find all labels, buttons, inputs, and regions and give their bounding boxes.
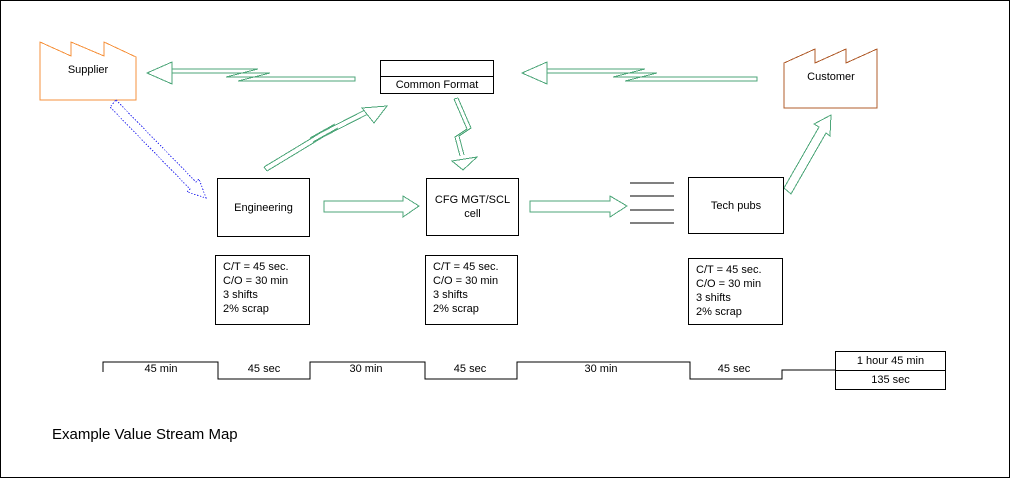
inventory-queue-icon[interactable]: [630, 182, 674, 224]
electronic-info-arrow-head: [520, 61, 548, 85]
electronic-info-arrow-head: [450, 156, 479, 171]
common-format-divider: [381, 76, 493, 77]
electronic-info-arrow-head: [145, 61, 173, 85]
process-box-engineering[interactable]: Engineering: [217, 178, 310, 237]
common-format-box[interactable]: Common Format: [380, 60, 494, 94]
total-lead-time: 1 hour 45 min: [856, 355, 925, 367]
timeline-totals-box[interactable]: 1 hour 45 min 135 sec: [835, 351, 946, 390]
process-label-line: Tech pubs: [710, 199, 762, 212]
electronic-info-arrow-to-supplier[interactable]: [145, 61, 356, 85]
data-box-line: C/O = 30 min: [433, 275, 499, 287]
data-box-line: 2% scrap: [696, 306, 742, 318]
timeline-ladder-line[interactable]: [102, 361, 835, 380]
common-format-label: Common Format: [395, 79, 479, 91]
supplier-label: Supplier: [67, 64, 109, 76]
total-process-time: 135 sec: [836, 370, 945, 389]
material-flow-arrow-techpubs-to-customer[interactable]: [783, 114, 832, 195]
timeline-segment-label: 30 min: [584, 363, 618, 375]
data-box-line: 3 shifts: [696, 292, 731, 304]
electronic-info-arrow-shaft: [547, 68, 758, 82]
timeline-segment-label: 45 sec: [717, 363, 751, 375]
data-box-line: 2% scrap: [433, 303, 479, 315]
process-label-line: Engineering: [234, 201, 293, 214]
data-box-line: C/T = 45 sec.: [696, 264, 762, 276]
data-box-line: C/T = 45 sec.: [433, 261, 499, 273]
timeline-segment-label: 45 min: [144, 363, 178, 375]
supplier-factory-icon[interactable]: [39, 41, 137, 101]
timeline-segment-label: 45 sec: [453, 363, 487, 375]
electronic-info-arrow-to-cfg-cell[interactable]: [450, 97, 479, 171]
data-box-line: C/O = 30 min: [223, 275, 289, 287]
electronic-info-arrow-engineering-up[interactable]: [263, 105, 389, 172]
data-box-line: C/T = 45 sec.: [223, 261, 289, 273]
electronic-info-arrow-shaft: [453, 97, 472, 157]
timeline-segment-label: 30 min: [349, 363, 383, 375]
material-flow-arrow-cfg-to-queue[interactable]: [529, 195, 628, 218]
process-box-tech-pubs[interactable]: Tech pubs: [688, 177, 784, 234]
data-box-line: 2% scrap: [223, 303, 269, 315]
material-flow-arrow-engineering-to-cfg[interactable]: [323, 195, 420, 218]
customer-factory-icon[interactable]: [783, 48, 878, 109]
diagram-title: Example Value Stream Map: [52, 426, 238, 443]
customer-label: Customer: [807, 71, 855, 83]
data-box-line: 3 shifts: [223, 289, 258, 301]
electronic-info-arrow-shaft: [172, 68, 356, 82]
electronic-info-arrow-head: [361, 105, 389, 124]
process-box-cfg-cell[interactable]: CFG MGT/SCL cell: [426, 178, 519, 236]
timeline-segment-label: 45 sec: [247, 363, 281, 375]
process-label-line: cell: [464, 208, 481, 220]
data-box-engineering[interactable]: C/T = 45 sec. C/O = 30 min 3 shifts 2% s…: [215, 255, 310, 325]
data-box-line: 3 shifts: [433, 289, 468, 301]
data-box-tech-pubs[interactable]: C/T = 45 sec. C/O = 30 min 3 shifts 2% s…: [688, 258, 783, 325]
electronic-info-arrow-shaft: [263, 109, 369, 172]
push-arrow-supplier-to-engineering[interactable]: [109, 99, 207, 199]
data-box-line: C/O = 30 min: [696, 278, 762, 290]
data-box-cfg-cell[interactable]: C/T = 45 sec. C/O = 30 min 3 shifts 2% s…: [425, 255, 518, 325]
electronic-info-arrow-to-common-format[interactable]: [520, 61, 758, 85]
process-label-line: CFG MGT/SCL: [434, 194, 511, 206]
